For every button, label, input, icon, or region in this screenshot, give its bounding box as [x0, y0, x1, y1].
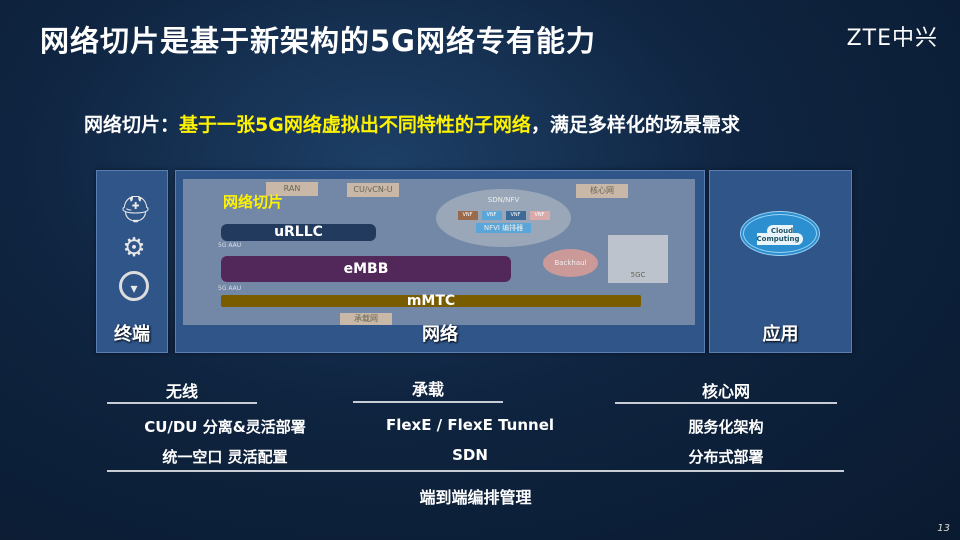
subtitle-prefix: 网络切片： — [84, 114, 180, 136]
application-panel: Cloud Computing 应用 — [709, 170, 852, 353]
cu-box: CU/vCN-U — [347, 183, 399, 197]
nfvi-label: NFVI 编排器 — [475, 223, 532, 233]
transport-item: FlexE / FlexE Tunnel — [385, 416, 555, 434]
terminal-label: 终端 — [114, 324, 150, 345]
subtitle-suffix: ，满足多样化的场景需求 — [530, 114, 740, 136]
subtitle-highlight: 基于一张5G网络虚拟出不同特性的子网络 — [179, 114, 531, 136]
wireless-item: CU/DU 分离&灵活部署 — [144, 418, 306, 436]
divider — [353, 401, 503, 403]
sdn-label: SDN/NFV — [487, 196, 520, 204]
subtitle: 网络切片：基于一张5G网络虚拟出不同特性的子网络，满足多样化的场景需求 — [84, 110, 740, 137]
transport-item: SDN — [452, 446, 488, 464]
robot-arm-icon: ⚙ — [122, 233, 146, 263]
vnf-box: VNF — [505, 211, 526, 220]
backhaul-cloud: Backhaul — [543, 249, 598, 277]
ran-box: RAN — [266, 182, 318, 196]
vnf-box: VNF — [481, 211, 502, 220]
aau-label: 5G AAU — [218, 285, 242, 292]
core-box: 核心网 — [576, 184, 628, 198]
footer-label: 端到端编排管理 — [419, 488, 532, 507]
steering-wheel-icon: ▾ — [119, 271, 149, 301]
page-number: 13 — [937, 523, 950, 534]
5gc-box: 5GC — [608, 235, 668, 283]
terminal-panel: ⛑ ⚙ ▾ 终端 — [96, 170, 168, 353]
zte-logo: ZTE中兴 — [846, 26, 938, 51]
application-label: 应用 — [762, 324, 799, 345]
vr-headset-icon: ⛑ — [119, 195, 153, 225]
aau-label: 5G AAU — [218, 242, 242, 249]
mmtc-slice: mMTC — [221, 294, 641, 308]
divider — [615, 402, 837, 404]
vnf-box: VNF — [529, 211, 550, 220]
divider — [107, 470, 844, 472]
core-item: 服务化架构 — [688, 418, 764, 436]
column-header-wireless: 无线 — [165, 382, 198, 401]
divider — [107, 402, 257, 404]
vnf-box: VNF — [457, 211, 478, 220]
bearer-box: 承载网 — [340, 313, 392, 325]
wireless-item: 统一空口 灵活配置 — [162, 448, 288, 466]
column-header-core: 核心网 — [701, 382, 750, 401]
slice-label: 网络切片 — [223, 193, 284, 211]
column-header-transport: 承载 — [411, 380, 444, 399]
embb-slice: eMBB — [221, 256, 511, 282]
network-label: 网络 — [422, 324, 458, 345]
cloud-computing-icon: Cloud Computing — [740, 211, 820, 256]
core-item: 分布式部署 — [688, 448, 764, 466]
urllc-slice: uRLLC — [221, 224, 376, 241]
cloud-text: Cloud Computing — [756, 225, 804, 245]
slide-title: 网络切片是基于新架构的5G网络专有能力 — [40, 24, 596, 58]
